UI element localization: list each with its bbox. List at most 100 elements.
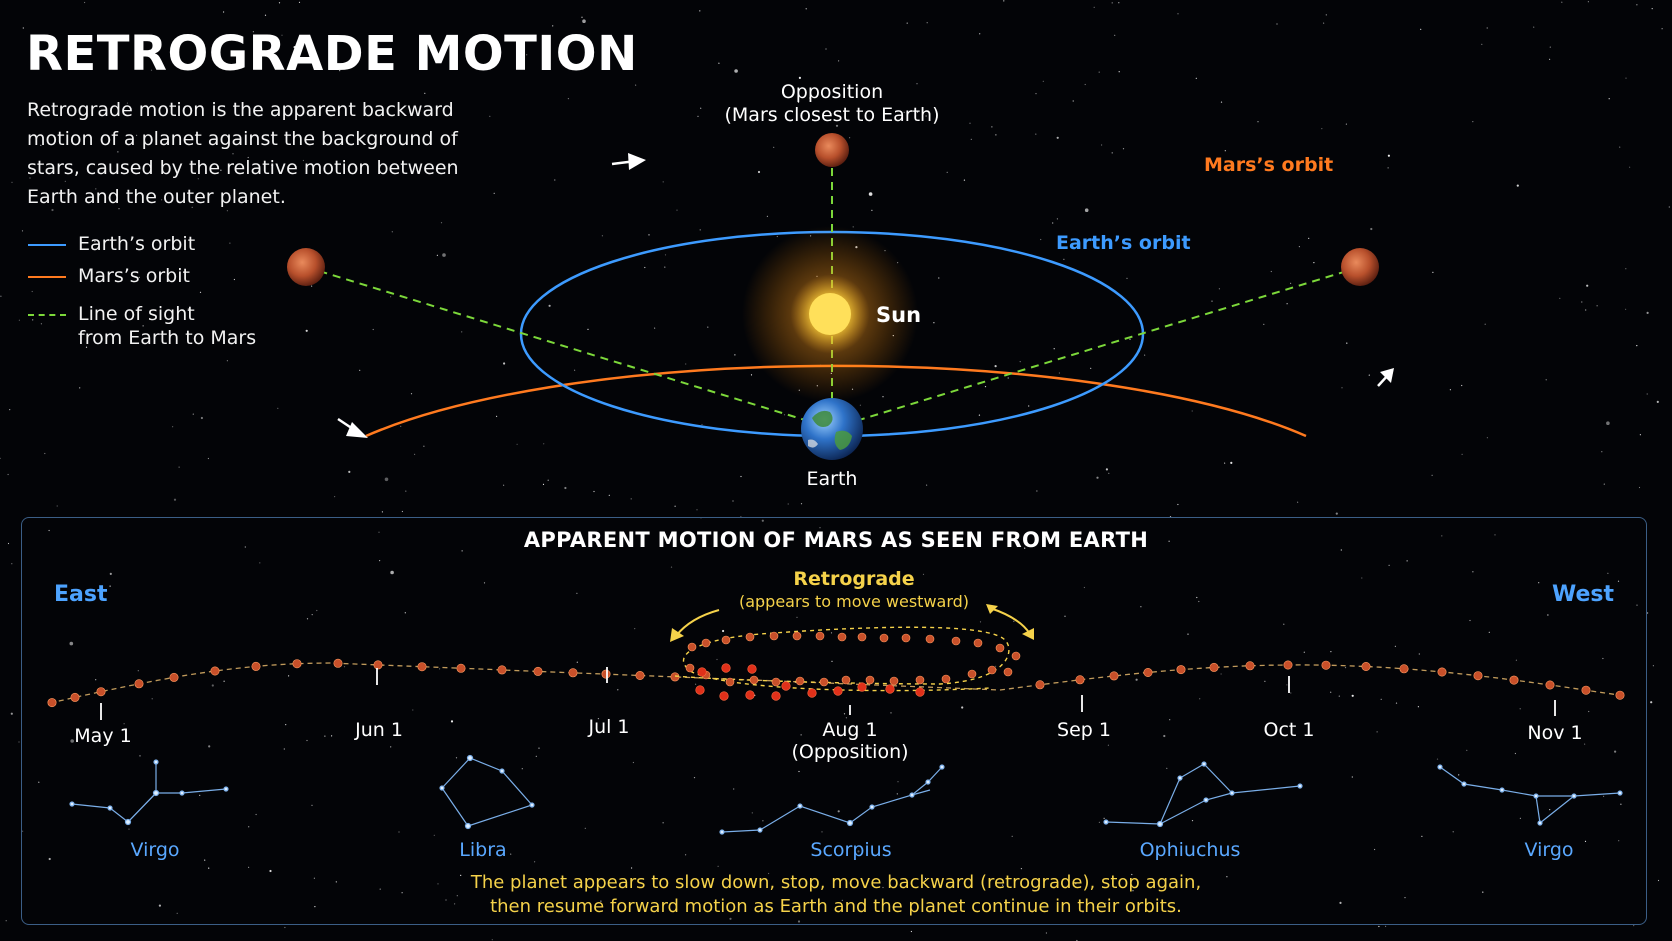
star [1084, 208, 1089, 212]
mars-position-dot [1361, 661, 1371, 671]
star [1220, 673, 1222, 675]
panel-title: APPARENT MOTION OF MARS AS SEEN FROM EAR… [523, 528, 1149, 552]
orbit-diagram [287, 133, 1394, 460]
retrograde-dot [889, 676, 899, 686]
star [331, 735, 333, 737]
star [701, 423, 703, 426]
date-label-oct: Oct 1 [1263, 719, 1315, 741]
star [722, 629, 725, 633]
star [1519, 708, 1521, 710]
star [439, 668, 441, 670]
mars-position-dot [1209, 662, 1219, 672]
retrograde-dot [915, 675, 925, 685]
star [405, 490, 407, 492]
star [1461, 453, 1463, 455]
retrograde-dot [941, 674, 951, 684]
star [1218, 288, 1220, 290]
star [1607, 572, 1609, 574]
star [1486, 27, 1488, 29]
star [1361, 577, 1363, 579]
star [1140, 606, 1142, 608]
star [436, 254, 438, 256]
star [1385, 925, 1387, 928]
star [7, 542, 10, 545]
star [1484, 323, 1486, 325]
star [699, 10, 701, 12]
star [821, 831, 823, 833]
star [1122, 148, 1125, 150]
star [1286, 684, 1288, 686]
star [1330, 651, 1332, 653]
star [178, 466, 180, 468]
retrograde-dot [781, 681, 791, 691]
star [1608, 98, 1610, 100]
mars-position-dot [1545, 680, 1555, 690]
star [897, 781, 899, 783]
star [1335, 512, 1338, 515]
star [48, 857, 51, 861]
star [461, 550, 463, 552]
star [1211, 300, 1213, 302]
star [22, 27, 24, 29]
footnote-line1: The planet appears to slow down, stop, m… [470, 872, 1202, 893]
star [1111, 152, 1113, 154]
star [1083, 586, 1085, 589]
star [44, 452, 46, 455]
retrograde-dot [901, 633, 911, 643]
star [696, 509, 698, 511]
east-label: East [54, 582, 108, 607]
retrograde-arrowhead-left [670, 628, 684, 642]
star [1633, 925, 1635, 927]
star [158, 904, 161, 907]
star [1657, 879, 1660, 882]
star [970, 138, 972, 140]
star [1387, 167, 1389, 169]
star [1298, 246, 1300, 248]
star [1003, 0, 1005, 2]
star [837, 810, 840, 813]
star [335, 881, 337, 883]
mars-position-dot [134, 679, 144, 689]
star [762, 820, 764, 822]
retrograde-dot [857, 632, 867, 642]
star [1132, 890, 1134, 892]
star [773, 146, 775, 148]
star [1516, 184, 1519, 187]
star [1035, 93, 1037, 95]
star [1187, 633, 1189, 635]
line-of-sight-left [305, 266, 832, 429]
star [871, 209, 873, 211]
star [1118, 71, 1120, 73]
star [1105, 902, 1107, 905]
star [750, 374, 753, 376]
mars-position-dot [635, 670, 645, 680]
star [1585, 309, 1587, 311]
star [1587, 1, 1589, 3]
star [798, 76, 802, 79]
star [1129, 338, 1131, 340]
star [1646, 393, 1648, 395]
star [800, 734, 802, 736]
star [835, 124, 839, 127]
star [1297, 501, 1299, 503]
star [173, 498, 177, 501]
star [845, 717, 848, 719]
retrograde-dot [819, 677, 829, 687]
star [414, 453, 416, 455]
star [1481, 43, 1483, 46]
retrograde-dot [815, 631, 825, 641]
star [503, 362, 506, 365]
star [11, 563, 13, 565]
date-label-sep: Sep 1 [1057, 719, 1111, 741]
star [757, 170, 761, 174]
star [1549, 809, 1551, 811]
mars-position-dot [1615, 690, 1625, 700]
star [192, 413, 194, 415]
star [306, 618, 309, 620]
legend-item-line-of-sight: Line of sight from Earth to Mars [28, 302, 256, 350]
star [707, 326, 709, 328]
star [906, 22, 908, 24]
star [400, 425, 402, 427]
star [1376, 731, 1378, 733]
constellation-virgo-right [1437, 764, 1623, 826]
